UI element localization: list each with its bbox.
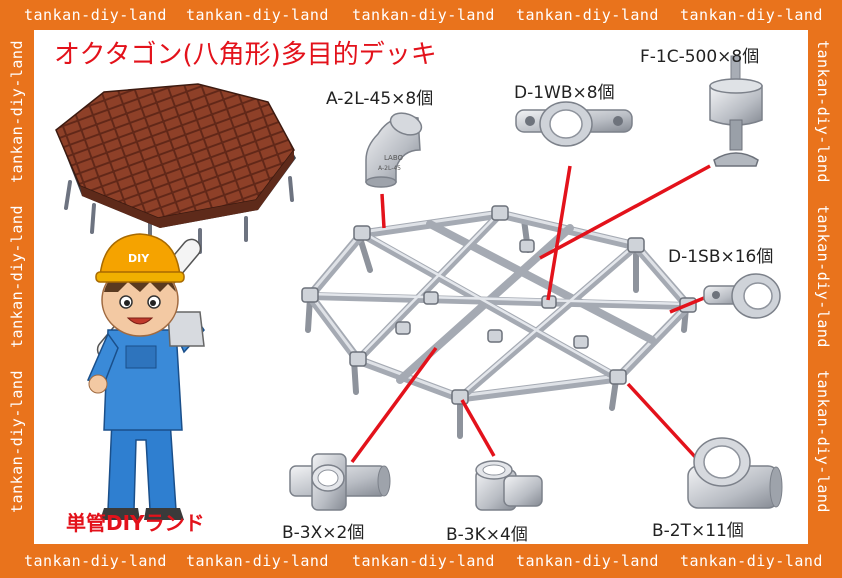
watermark-bottom-1: tankan-diy-land xyxy=(24,552,167,570)
watermark-bottom-5: tankan-diy-land xyxy=(680,552,823,570)
watermark-right-2: tankan-diy-land xyxy=(814,205,832,348)
part-label-d-1wb: D-1WB×8個 xyxy=(514,83,615,103)
elbow-mark-code: A-2L-45 xyxy=(378,165,401,172)
part-label-f-1c-500: F-1C-500×8個 xyxy=(640,47,760,67)
part-label-a-2l-45: A-2L-45×8個 xyxy=(326,89,434,109)
watermark-bottom-2: tankan-diy-land xyxy=(186,552,329,570)
page-title: オクタゴン(八角形)多目的デッキ xyxy=(54,40,437,70)
frame-diagram xyxy=(301,205,697,439)
part-label-b-3k: B-3K×4個 xyxy=(446,525,528,545)
cross-fitting-image xyxy=(289,453,391,511)
watermark-top-5: tankan-diy-land xyxy=(680,6,823,24)
part-label-b-3x: B-3X×2個 xyxy=(282,523,365,543)
watermark-top-4: tankan-diy-land xyxy=(516,6,659,24)
part-label-b-2t: B-2T×11個 xyxy=(652,521,744,541)
deck-preview xyxy=(55,83,296,254)
helmet-text: DIY xyxy=(128,252,150,265)
wall-bracket-image xyxy=(515,101,633,147)
adjustable-foot-image xyxy=(709,55,763,167)
tee-fitting-image xyxy=(687,437,783,509)
corner-fitting-image xyxy=(475,460,543,511)
watermark-bottom-4: tankan-diy-land xyxy=(516,552,659,570)
part-label-d-1sb: D-1SB×16個 xyxy=(668,247,774,267)
brand-name: 単管DIYランド xyxy=(66,511,205,535)
mascot-worker: DIY xyxy=(86,233,205,520)
elbow-mark: LABO xyxy=(384,154,404,162)
watermark-top-2: tankan-diy-land xyxy=(186,6,329,24)
leader-lines xyxy=(350,164,711,464)
single-bracket-image xyxy=(703,273,781,319)
watermark-top-3: tankan-diy-land xyxy=(352,6,495,24)
watermark-right-1: tankan-diy-land xyxy=(814,40,832,183)
watermark-top-1: tankan-diy-land xyxy=(24,6,167,24)
watermark-bottom-3: tankan-diy-land xyxy=(352,552,495,570)
elbow-fitting-image: LABO A-2L-45 xyxy=(365,112,423,188)
watermark-right-3: tankan-diy-land xyxy=(814,370,832,513)
